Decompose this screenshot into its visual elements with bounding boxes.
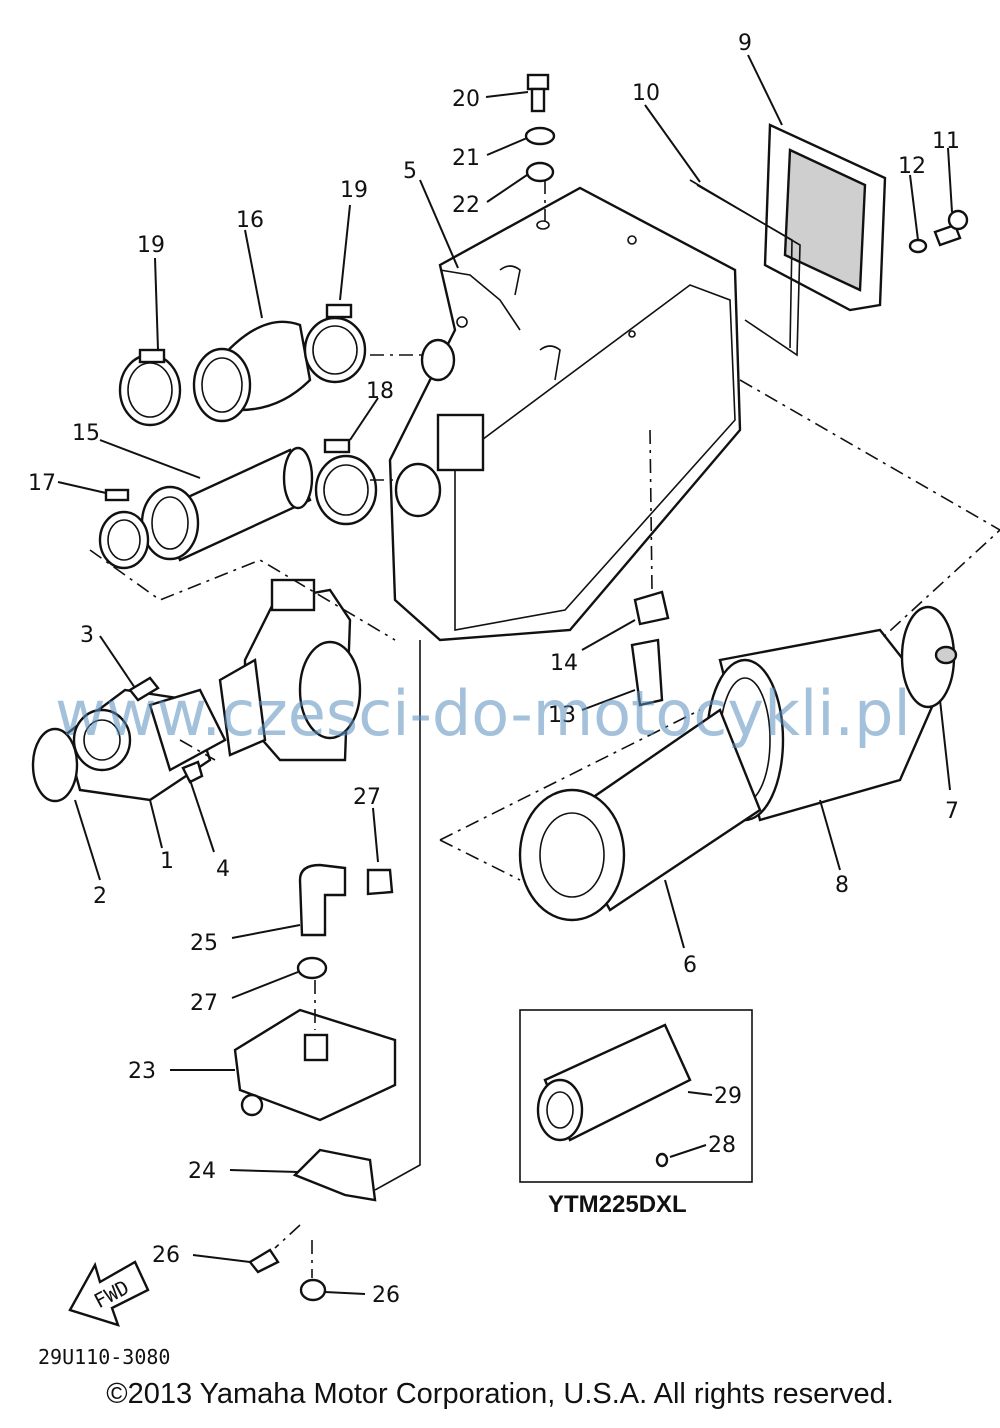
leader-lines <box>57 54 1000 1295</box>
washer-12 <box>908 238 928 254</box>
callout-7: 7 <box>945 799 959 824</box>
callout-26-right: 26 <box>372 1283 400 1308</box>
clamp-27-lower <box>296 956 328 980</box>
callout-5: 5 <box>403 159 417 184</box>
callout-15: 15 <box>72 421 100 446</box>
callout-27-lower: 27 <box>190 991 218 1016</box>
clamp-17 <box>98 488 150 570</box>
bracket-24 <box>292 1148 377 1202</box>
copyright-notice: ©2013 Yamaha Motor Corporation, U.S.A. A… <box>106 1378 894 1410</box>
carburetor-joint-1 <box>63 688 227 802</box>
clamp-4 <box>181 760 204 784</box>
callout-25: 25 <box>190 931 218 956</box>
callout-22: 22 <box>452 193 480 218</box>
callout-27-upper: 27 <box>353 785 381 810</box>
grommet-22 <box>525 161 555 230</box>
clip-14 <box>633 590 670 626</box>
callout-29: 29 <box>714 1084 742 1109</box>
callout-14: 14 <box>550 651 578 676</box>
callout-19-left: 19 <box>137 233 165 258</box>
callout-19-right: 19 <box>340 178 368 203</box>
air-intake-joint-15 <box>140 446 314 562</box>
air-filter-element-6 <box>518 708 762 922</box>
callout-13: 13 <box>548 703 576 728</box>
watermark-text: www.czesci-do-motocykli.pl <box>55 677 911 750</box>
air-intake-joint-16 <box>192 320 312 423</box>
bolt-3 <box>128 676 160 702</box>
callout-10: 10 <box>632 81 660 106</box>
bolt-11 <box>933 209 969 247</box>
callout-26-left: 26 <box>152 1243 180 1268</box>
part-callouts: 1 2 3 4 5 6 7 8 9 10 11 12 13 14 15 16 1… <box>28 31 960 1308</box>
carburetor <box>218 578 362 762</box>
callout-28: 28 <box>708 1133 736 1158</box>
callout-23: 23 <box>128 1059 156 1084</box>
callout-4: 4 <box>216 857 230 882</box>
air-box-cover <box>689 123 887 357</box>
collar-21 <box>524 126 556 146</box>
screw-26-right <box>299 1278 327 1302</box>
callout-18: 18 <box>366 379 394 404</box>
air-filter-cap-7 <box>900 605 958 709</box>
clamp-18 <box>314 438 378 526</box>
callout-8: 8 <box>835 873 849 898</box>
callout-1: 1 <box>160 849 174 874</box>
air-box <box>388 186 742 642</box>
breather-hose-25 <box>298 863 347 937</box>
fwd-arrow: FWD <box>68 1260 150 1327</box>
callout-21: 21 <box>452 146 480 171</box>
callout-9: 9 <box>738 31 752 56</box>
screw-26-left <box>248 1248 280 1274</box>
callout-24: 24 <box>188 1159 216 1184</box>
callout-20: 20 <box>452 87 480 112</box>
ytm225dxl-inset: YTM225DXL <box>519 1009 753 1218</box>
callout-12: 12 <box>898 154 926 179</box>
callout-3: 3 <box>80 623 94 648</box>
callout-17: 17 <box>28 471 56 496</box>
inset-label: YTM225DXL <box>548 1191 687 1218</box>
callout-16: 16 <box>236 208 264 233</box>
clamp-27-upper <box>366 868 394 896</box>
breather-tank-23 <box>233 1008 397 1122</box>
drain-pipe-13 <box>630 638 664 707</box>
callout-11: 11 <box>932 129 960 154</box>
callout-2: 2 <box>93 884 107 909</box>
o-ring-2 <box>31 727 79 803</box>
clamp-19-left <box>118 348 182 427</box>
drawing-code: 29U110-3080 <box>38 1345 170 1369</box>
screw-20 <box>526 73 550 113</box>
clamp-19-right <box>303 303 367 384</box>
callout-6: 6 <box>683 953 697 978</box>
